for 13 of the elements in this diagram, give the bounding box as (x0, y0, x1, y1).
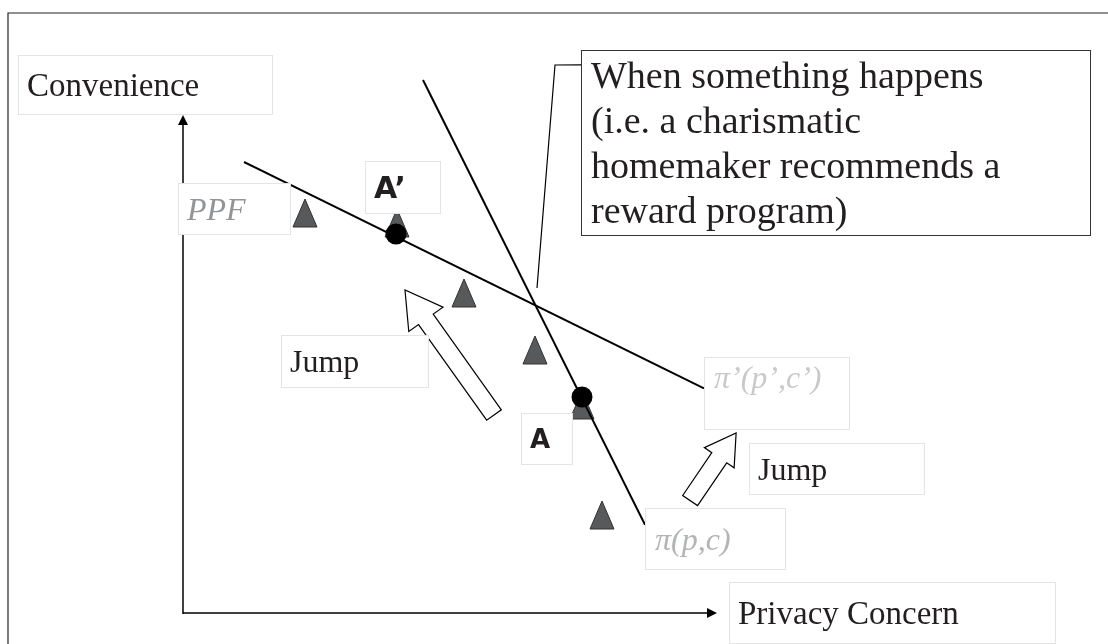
function-label: π(p,c) (655, 519, 731, 559)
jump-label: Jump (290, 343, 360, 380)
curve-line (243, 161, 705, 390)
axis-title: Privacy Concern (738, 594, 959, 632)
leader-line (536, 64, 582, 289)
point-label: A’ (374, 170, 406, 205)
point-label: A (530, 424, 551, 454)
curve-label: PPF (187, 190, 246, 228)
curve-line (422, 79, 646, 526)
callout-text: When something happens (i.e. a charismatic homemaker recommends a reward program) (591, 53, 1001, 233)
axis-title: Convenience (27, 66, 200, 104)
block-arrow (681, 431, 737, 507)
jump-label: Jump (758, 450, 828, 488)
